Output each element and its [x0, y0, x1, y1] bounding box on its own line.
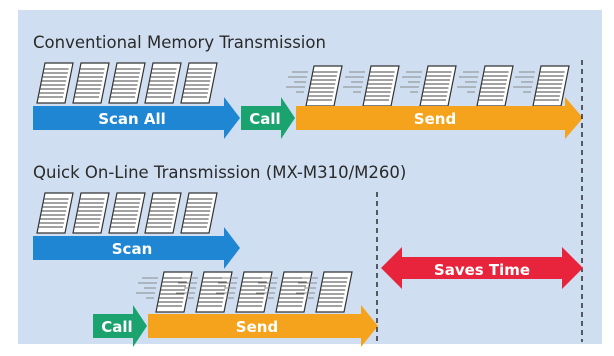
- saves-time-arrow: Saves Time: [381, 247, 583, 289]
- quick-scanned-pages: [36, 192, 218, 234]
- quick-scan-arrow: Scan: [33, 227, 240, 269]
- quick-call-label: Call: [101, 318, 132, 336]
- conventional-scanned-pages: [36, 62, 218, 104]
- quick-send-arrow: Send: [148, 305, 378, 347]
- quick-title: Quick On-Line Transmission (MX-M310/M260…: [33, 163, 406, 182]
- quick-scan-label: Scan: [112, 240, 153, 258]
- quick-call-arrow: Call: [93, 305, 147, 347]
- conventional-send-arrow: Send: [296, 97, 583, 139]
- conventional-scan-arrow: Scan All: [33, 97, 240, 139]
- conventional-title: Conventional Memory Transmission: [33, 33, 326, 52]
- quick-send-label: Send: [236, 318, 278, 336]
- conventional-call-arrow: Call: [241, 97, 295, 139]
- conventional-scan-label: Scan All: [98, 110, 166, 128]
- conventional-send-label: Send: [414, 110, 456, 128]
- saves-time-label: Saves Time: [434, 261, 530, 279]
- conventional-call-label: Call: [249, 110, 280, 128]
